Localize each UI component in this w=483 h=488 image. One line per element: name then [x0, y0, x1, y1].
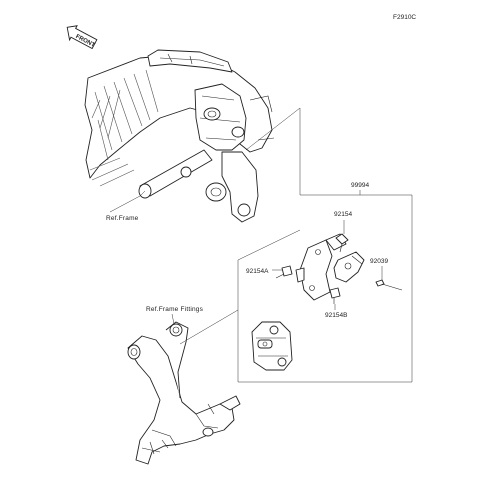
part-code-92154: 92154: [334, 211, 352, 218]
part-code-92154b: 92154B: [325, 312, 347, 319]
bolt-92154: [335, 233, 349, 253]
pin-92039: [375, 279, 403, 291]
front-arrow-icon: FRONT: [66, 25, 98, 50]
part-code-99994: 99994: [351, 182, 369, 189]
ref-frame-fittings-label: Ref.Frame Fittings: [146, 306, 204, 313]
ref-frame-label: Ref.Frame: [106, 215, 139, 222]
figure-code: F2910C: [393, 14, 416, 21]
frame-fittings-illustration: [127, 321, 241, 465]
mounting-block: [251, 321, 293, 371]
kit-outline: [237, 108, 413, 383]
part-code-92154a: 92154A: [246, 268, 269, 275]
frame-illustration: [84, 49, 275, 223]
part-code-92039: 92039: [370, 258, 388, 265]
bolt-92154a: [275, 265, 293, 279]
sensor-plate: [333, 251, 365, 283]
bolt-92154b: [329, 287, 341, 304]
